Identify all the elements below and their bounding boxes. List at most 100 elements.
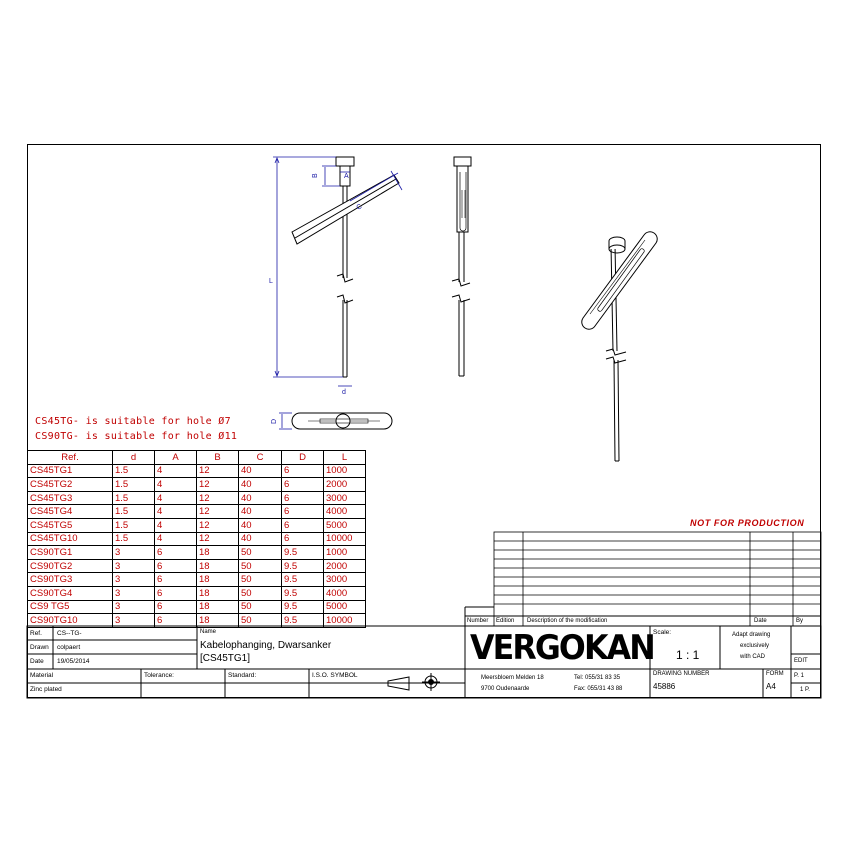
drawing-number: 45886 [653,682,676,691]
not-for-production-stamp: NOT FOR PRODUCTION [690,518,805,528]
drawn-value: colpaert [57,644,81,651]
table-cell: CS45TG2 [27,477,113,492]
adapt-note-3: with CAD [740,654,766,660]
revision-date-label: Date [754,618,767,624]
page-number: P. 1 [794,673,804,679]
table-cell: 18 [196,545,239,560]
table-cell: 6 [154,558,197,574]
table-cell: 12 [196,490,239,506]
table-cell: CS90TG4 [27,585,113,601]
table-cell: 12 [196,517,239,533]
scale-label: Scale: [653,629,672,636]
table-cell: 4 [154,490,197,506]
table-cell: 40 [238,531,282,547]
table-cell: 6 [154,585,197,601]
address-line-2: 9700 Oudenaarde [481,686,530,692]
table-cell: 3000 [323,490,366,506]
table-cell: 18 [196,613,239,628]
table-cell: CS45TG10 [27,531,113,547]
table-cell: 40 [238,477,282,492]
table-cell: 18 [196,572,239,587]
hole-note-cs90: CS90TG- is suitable for hole Ø11 [35,431,238,442]
table-cell: 2000 [323,477,366,492]
company-fax: Fax: 055/31 43 88 [574,686,623,692]
iso-view [581,231,658,462]
top-view-dimensions [279,412,292,430]
title-block-lines [26,606,822,699]
table-cell: 6 [281,504,324,519]
table-cell: 3 [112,599,155,615]
format-label: FORM [766,671,784,677]
table-cell: 6 [281,477,324,492]
table-cell: 5000 [323,599,366,615]
table-cell: CS90TG3 [27,572,113,587]
iso-projection-symbol [387,673,440,691]
table-cell: 1.5 [112,517,155,533]
table-cell: 4 [154,463,197,479]
revision-table-lines [493,531,822,627]
table-cell: 4 [154,504,197,519]
header-d: d [112,450,155,465]
date-value: 19/05/2014 [57,658,90,665]
top-view [291,412,393,430]
table-cell: CS90TG1 [27,545,113,560]
table-cell: 1.5 [112,531,155,547]
dim-label-c: C [356,203,364,212]
table-cell: 6 [281,531,324,547]
table-cell: 50 [238,545,282,560]
table-cell: 3 [112,545,155,560]
table-cell: CS45TG5 [27,517,113,533]
dim-label-l: L [269,278,273,285]
table-cell: 18 [196,599,239,615]
tolerance-label: Tolerance: [144,672,174,679]
dim-label-d-large: D [271,419,278,424]
header-a: A [154,450,197,465]
format-value: A4 [766,682,776,691]
table-cell: 40 [238,517,282,533]
header-b: B [196,450,239,465]
material-value: Zinc plated [30,686,62,693]
company-tel: Tel: 055/31 83 35 [574,675,621,681]
table-cell: 12 [196,477,239,492]
revision-by-label: By [796,618,804,624]
dim-label-a: A [344,173,349,180]
standard-label: Standard: [228,672,257,679]
company-logo: VERGOKAN [470,628,656,668]
table-cell: 3 [112,572,155,587]
drawing-number-label: DRAWING NUMBER [653,671,710,677]
table-cell: CS45TG1 [27,463,113,479]
table-cell: 10000 [323,531,366,547]
revision-description-label: Description of the modification [527,618,608,624]
table-cell: 50 [238,558,282,574]
table-cell: 3 [112,585,155,601]
front-view-dimensions [273,156,403,387]
ref-label: Ref. [30,630,42,637]
table-cell: 50 [238,572,282,587]
table-cell: 9.5 [281,613,324,628]
page-count: 1 P. [800,687,810,693]
table-cell: 4 [154,477,197,492]
table-cell: 2000 [323,558,366,574]
table-cell: 1.5 [112,490,155,506]
revision-number-label: Number [467,618,489,624]
table-cell: 6 [154,599,197,615]
table-cell: CS45TG3 [27,490,113,506]
adapt-note-2: exclusively [740,643,770,649]
adapt-note-1: Adapt drawing [732,632,771,638]
table-header-row: Ref. d A B C D L [27,450,366,465]
table-cell: 50 [238,585,282,601]
hole-note-cs45: CS45TG- is suitable for hole Ø7 [35,416,231,427]
table-cell: 12 [196,463,239,479]
table-cell: 4 [154,517,197,533]
table-cell: 40 [238,463,282,479]
table-cell: 1.5 [112,463,155,479]
table-cell: CS90TG10 [27,613,113,628]
